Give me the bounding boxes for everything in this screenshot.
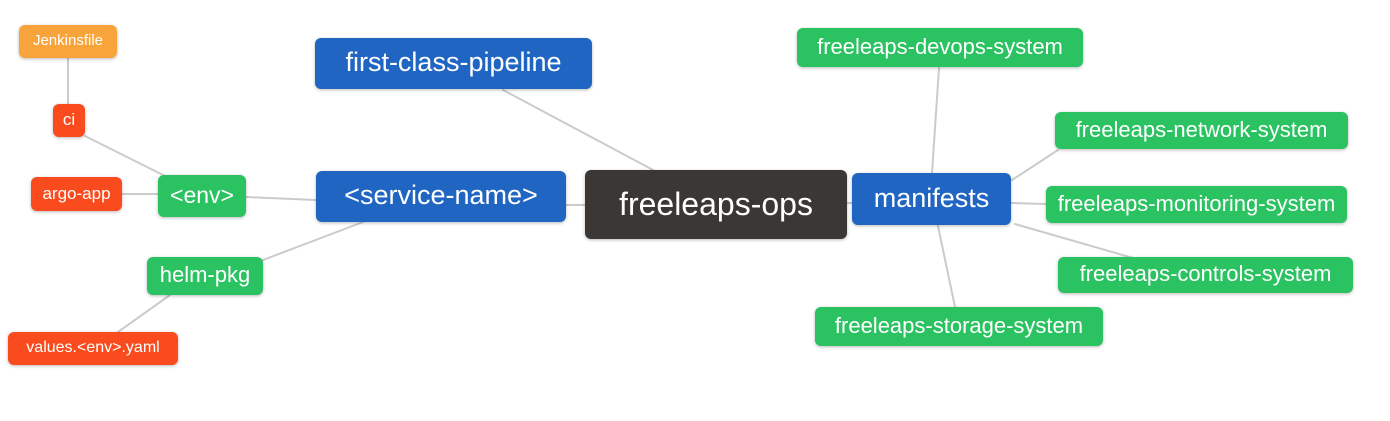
- node-jenkinsfile[interactable]: Jenkinsfile: [19, 25, 117, 58]
- node-argo-app-label: argo-app: [42, 183, 111, 203]
- node-env[interactable]: <env>: [158, 175, 246, 217]
- edge-manifests-controls: [1014, 223, 1134, 259]
- node-freeleaps-monitoring-system[interactable]: freeleaps-monitoring-system: [1046, 186, 1347, 223]
- node-ci[interactable]: ci: [53, 104, 85, 137]
- node-ci-label: ci: [62, 110, 76, 129]
- node-freeleaps-monitoring-system-label: freeleaps-monitoring-system: [1057, 190, 1336, 216]
- node-freeleaps-storage-system-label: freeleaps-storage-system: [834, 312, 1084, 338]
- node-service-name-label: <service-name>: [344, 180, 538, 210]
- node-first-class-pipeline-label: first-class-pipeline: [345, 47, 562, 77]
- node-values-env-yaml-label: values.<env>.yaml: [26, 338, 160, 356]
- node-freeleaps-ops-root[interactable]: freeleaps-ops: [585, 170, 847, 239]
- node-first-class-pipeline[interactable]: first-class-pipeline: [315, 38, 592, 89]
- node-argo-app[interactable]: argo-app: [31, 177, 122, 211]
- node-manifests[interactable]: manifests: [852, 173, 1011, 225]
- node-freeleaps-controls-system-label: freeleaps-controls-system: [1079, 261, 1332, 286]
- node-freeleaps-devops-system-label: freeleaps-devops-system: [817, 33, 1063, 59]
- node-jenkinsfile-label: Jenkinsfile: [32, 32, 104, 49]
- edge-values-helm-pkg: [117, 294, 171, 333]
- edge-helm-pkg-service-name: [262, 221, 364, 261]
- edge-pipeline-root: [502, 89, 656, 172]
- node-freeleaps-devops-system[interactable]: freeleaps-devops-system: [797, 28, 1083, 67]
- edge-manifests-storage: [937, 225, 956, 308]
- edge-env-service-name: [245, 196, 317, 201]
- node-freeleaps-network-system-label: freeleaps-network-system: [1075, 116, 1328, 142]
- node-service-name[interactable]: <service-name>: [316, 171, 566, 222]
- node-env-label: <env>: [170, 181, 234, 208]
- node-helm-pkg[interactable]: helm-pkg: [147, 257, 263, 295]
- node-helm-pkg-label: helm-pkg: [159, 262, 251, 287]
- node-freeleaps-network-system[interactable]: freeleaps-network-system: [1055, 112, 1348, 149]
- edge-manifests-devops: [931, 67, 940, 174]
- edge-manifests-monitoring: [1010, 202, 1047, 205]
- edge-ci-env: [84, 135, 168, 178]
- node-manifests-label: manifests: [873, 182, 990, 213]
- node-freeleaps-storage-system[interactable]: freeleaps-storage-system: [815, 307, 1103, 346]
- node-values-env-yaml[interactable]: values.<env>.yaml: [8, 332, 178, 365]
- edge-manifests-network: [1011, 149, 1059, 181]
- node-freeleaps-controls-system[interactable]: freeleaps-controls-system: [1058, 257, 1353, 293]
- node-freeleaps-ops-label: freeleaps-ops: [619, 185, 813, 222]
